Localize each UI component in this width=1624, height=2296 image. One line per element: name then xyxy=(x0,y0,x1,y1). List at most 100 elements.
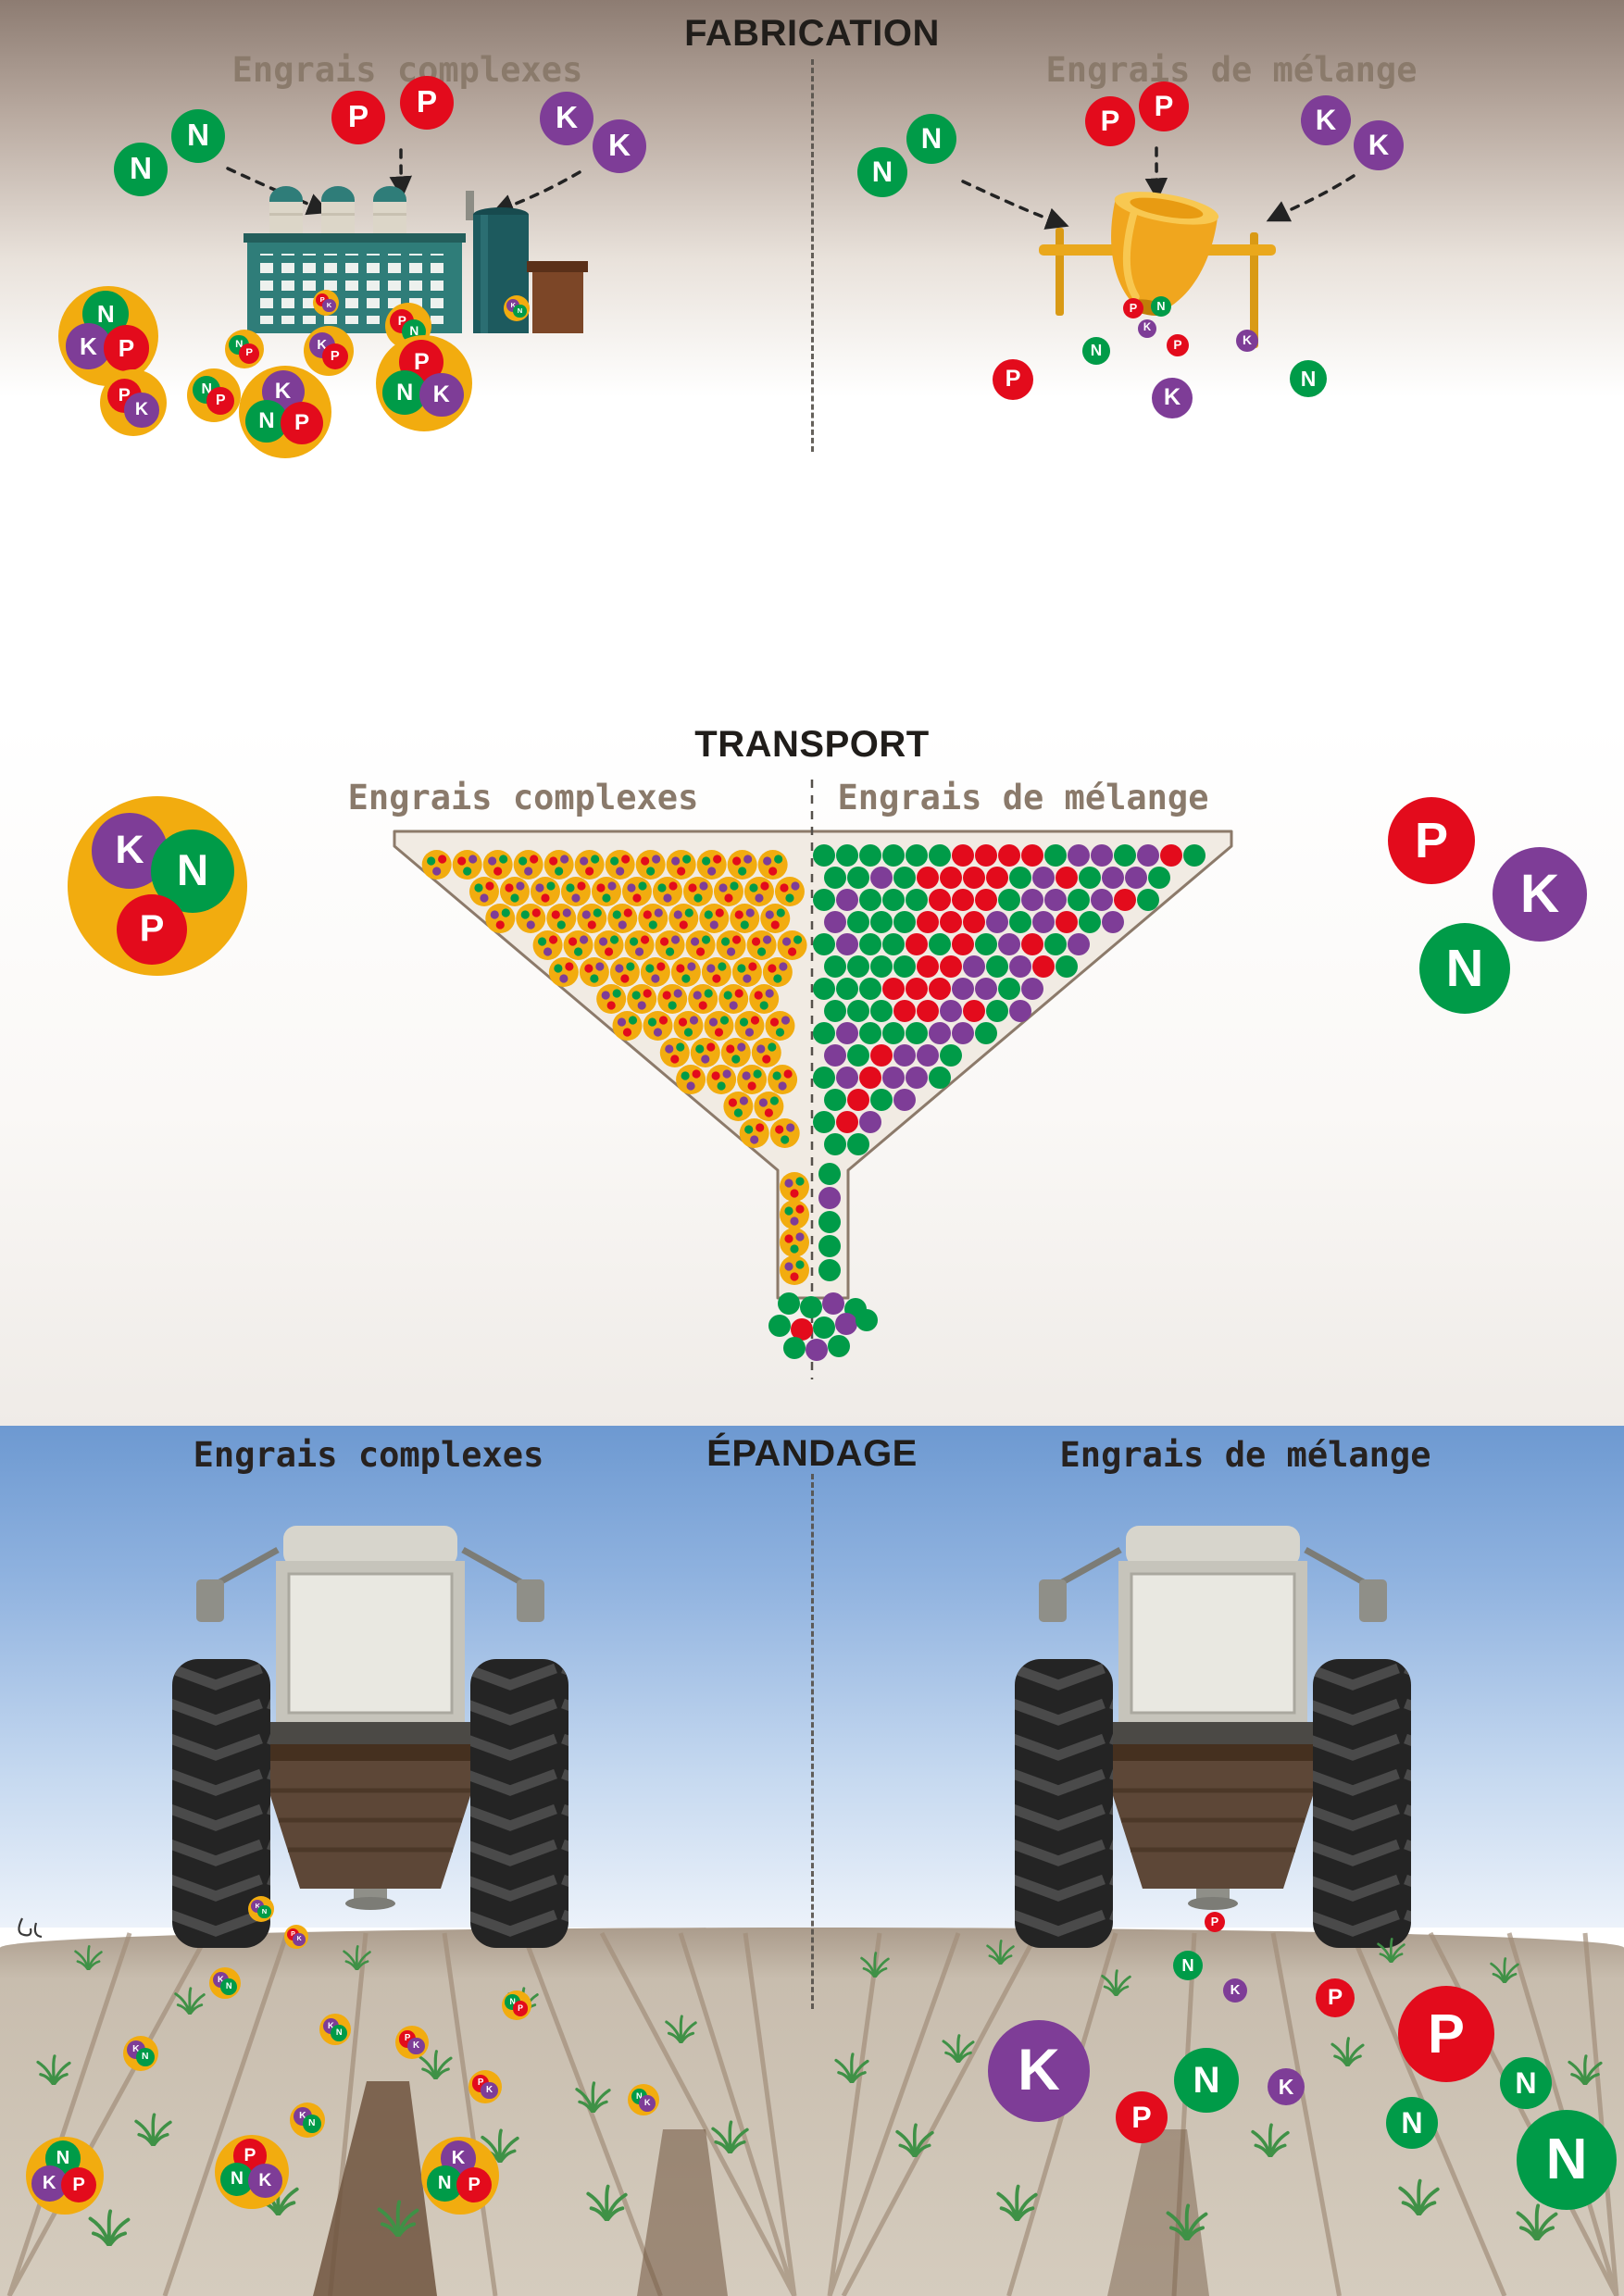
nutrient-k-spread: K xyxy=(1268,2068,1305,2105)
nutrient-n-ball: N xyxy=(331,2024,348,2041)
nutrient-k-output: K xyxy=(1236,330,1258,352)
plant-tuft xyxy=(418,2049,453,2084)
plant-tuft xyxy=(574,2080,611,2117)
plant-tuft xyxy=(36,2053,71,2090)
nutrient-k-input: K xyxy=(1301,95,1351,145)
nutrient-n-ball: N xyxy=(135,2048,155,2067)
nutrient-n-ball: N xyxy=(220,1978,238,1995)
plant-tuft xyxy=(73,1944,103,1975)
epandage-left-label: Engrais complexes xyxy=(193,1435,544,1475)
nutrient-k-input: K xyxy=(593,119,646,173)
nutrient-k-output: K xyxy=(1138,319,1156,338)
plant-tuft xyxy=(174,1986,206,2019)
nutrient-n-input: N xyxy=(114,143,168,196)
plant-tuft xyxy=(1397,2177,1440,2220)
nutrient-p-output: P xyxy=(1167,334,1189,356)
plant-tuft xyxy=(942,2033,975,2067)
nutrient-k-ball: K xyxy=(418,372,464,418)
plant-tuft xyxy=(133,2112,172,2151)
nutrient-k-ball: K xyxy=(293,1933,306,1946)
nutrient-p-ball: P xyxy=(456,2166,493,2203)
plant-tuft xyxy=(895,2122,934,2162)
nutrient-n-input: N xyxy=(857,147,907,197)
nutrient-n-spread: N xyxy=(1173,1951,1203,1980)
nutrient-p-spread: P xyxy=(1205,1912,1225,1932)
nutrient-p-ball: P xyxy=(206,387,235,416)
plant-tuft xyxy=(342,1944,371,1975)
nutrient-p-input: P xyxy=(400,76,454,130)
nutrient-k-input: K xyxy=(1354,120,1404,170)
nutrient-n-output: N xyxy=(1290,360,1327,397)
nutrient-n-ball: N xyxy=(302,2115,321,2134)
nutrient-p-output: P xyxy=(993,359,1033,400)
nutrient-k-input: K xyxy=(540,92,593,145)
nutrient-n-output: N xyxy=(1151,296,1171,317)
funnel-granule-fill xyxy=(421,844,1206,1361)
divider-epandage xyxy=(811,1474,814,2009)
nutrient-k-ball: K xyxy=(407,2037,425,2055)
nutrient-k-big: K xyxy=(1493,847,1587,942)
nutrient-p-ball: P xyxy=(117,894,187,965)
plant-tuft xyxy=(585,2183,628,2226)
nutrient-k-ball: K xyxy=(481,2081,498,2100)
nutrient-k-spread: K xyxy=(988,2020,1090,2122)
arrow-p-to-mixer xyxy=(1144,146,1168,201)
nutrient-n-spread: N xyxy=(1500,2057,1552,2109)
plant-tuft xyxy=(1516,2202,1558,2245)
nutrient-p-input: P xyxy=(1139,81,1189,131)
nutrient-k-ball: K xyxy=(248,2164,282,2198)
nutrient-n-input: N xyxy=(171,109,225,163)
plant-tuft xyxy=(664,2014,697,2048)
furrow-wedges xyxy=(313,2081,1209,2296)
nutrient-p-big: P xyxy=(1388,797,1475,884)
nutrient-n-input: N xyxy=(906,114,956,164)
divider-fabrication xyxy=(811,59,814,452)
plant-tuft xyxy=(1568,2053,1603,2090)
nutrient-n-ball: N xyxy=(257,1904,271,1919)
nutrient-n-ball: N xyxy=(513,304,527,318)
arrow-n-to-mixer xyxy=(961,180,1069,230)
plant-tuft xyxy=(995,2183,1038,2226)
nutrient-p-ball: P xyxy=(512,2001,529,2016)
plant-tuft xyxy=(1166,2202,1208,2245)
nutrient-p-ball: P xyxy=(281,402,323,444)
plant-tuft xyxy=(1330,2036,1365,2071)
nutrient-p-spread: P xyxy=(1116,2091,1168,2143)
nutrient-p-spread: P xyxy=(1398,1986,1494,2082)
section-title-transport: TRANSPORT xyxy=(694,724,930,765)
nutrient-k-output: K xyxy=(1152,378,1193,418)
plant-tuft xyxy=(377,2199,419,2241)
artist-signature xyxy=(18,1917,43,1939)
nutrient-n-output: N xyxy=(1082,337,1110,365)
nutrient-k-ball: K xyxy=(639,2094,656,2112)
fabrication-right-label: Engrais de mélange xyxy=(1045,50,1418,90)
plant-tuft xyxy=(88,2208,131,2251)
arrow-p-to-factory xyxy=(389,148,413,199)
plant-tuft xyxy=(1100,1968,1131,2001)
nutrient-n-big: N xyxy=(1419,923,1510,1014)
transport-left-label: Engrais complexes xyxy=(347,778,699,817)
nutrient-k-ball: K xyxy=(322,298,336,313)
